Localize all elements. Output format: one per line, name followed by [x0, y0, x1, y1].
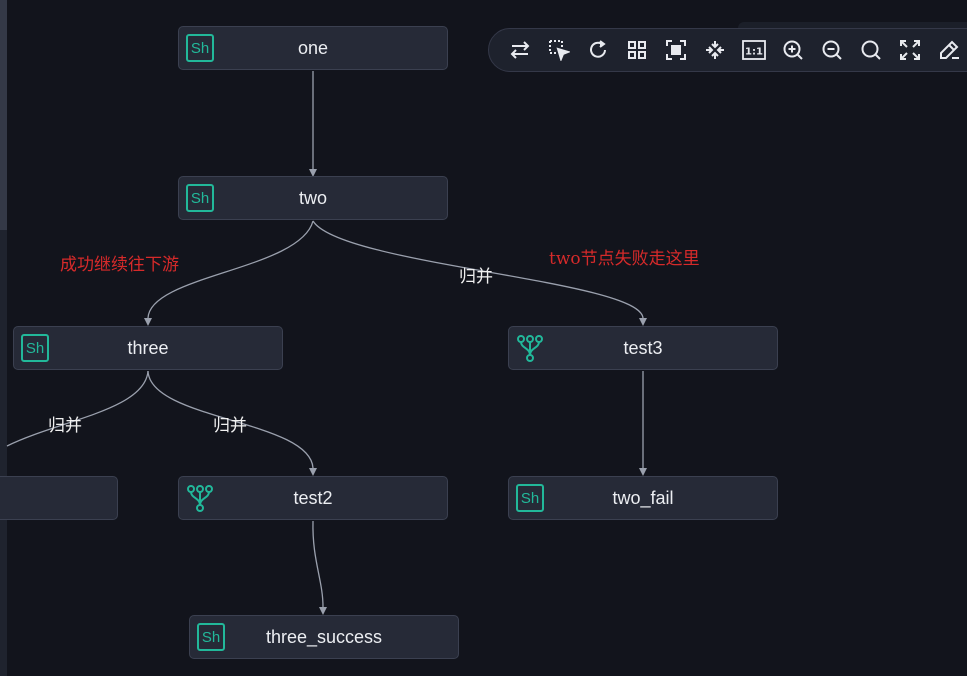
node-label: three [127, 337, 169, 358]
swap-icon[interactable] [507, 36, 533, 64]
node-two[interactable]: Sh two [178, 176, 448, 220]
fit-icon[interactable] [663, 36, 689, 64]
edge-label-three-test2: 归并 [213, 416, 247, 436]
shell-icon: Sh [516, 484, 544, 512]
edge-label-three-left: 归并 [48, 416, 82, 436]
arrow-head [639, 468, 647, 476]
format-icon[interactable] [936, 36, 962, 64]
edge-two-test3 [312, 220, 644, 319]
branch-icon [517, 335, 543, 362]
node-test3[interactable]: test3 [508, 326, 778, 370]
center-icon[interactable] [702, 36, 728, 64]
note-failure: two节点失败走这里 [549, 249, 700, 269]
edge-test2-three-success [312, 520, 324, 608]
scrollbar-thumb[interactable] [0, 0, 7, 230]
node-label: two [298, 187, 327, 208]
arrow-head [309, 169, 317, 177]
grid-icon[interactable] [624, 36, 650, 64]
arrow-head [309, 468, 317, 476]
node-three-success[interactable]: Sh three_success [189, 615, 459, 659]
shell-icon: Sh [197, 623, 225, 651]
shell-icon: Sh [21, 334, 49, 362]
zoom-out-icon[interactable] [819, 36, 845, 64]
node-one[interactable]: Sh one [178, 26, 448, 70]
arrow-head [319, 607, 327, 615]
edge-label-two-test3: 归并 [459, 267, 493, 287]
node-label: two_fail [612, 487, 674, 508]
shell-icon: Sh [186, 34, 214, 62]
note-success: 成功继续往下游 [60, 255, 179, 275]
edge-three-left [6, 370, 149, 447]
arrow-head [144, 318, 152, 326]
left-scrollbar[interactable] [0, 0, 7, 676]
arrow-head [639, 318, 647, 326]
branch-icon [187, 485, 213, 512]
shell-icon: Sh [186, 184, 214, 212]
node-label: test3 [623, 337, 663, 358]
zoom-in-icon[interactable] [780, 36, 806, 64]
select-icon[interactable] [546, 36, 572, 64]
actual-size-icon[interactable]: 1:1 [741, 36, 767, 64]
toolbar-tab [738, 22, 967, 30]
edge-two-three [147, 220, 314, 319]
node-label: one [297, 37, 329, 58]
node-three[interactable]: Sh three [13, 326, 283, 370]
node-test2[interactable]: test2 [178, 476, 448, 520]
node-label: three_success [265, 626, 383, 647]
fullscreen-icon[interactable] [897, 36, 923, 64]
search-icon[interactable] [858, 36, 884, 64]
graph-toolbar [488, 28, 967, 72]
svg-text:1:1: 1:1 [745, 47, 763, 58]
node-partial-left[interactable] [0, 476, 118, 520]
edge-three-test2 [147, 370, 314, 469]
node-two-fail[interactable]: Sh two_fail [508, 476, 778, 520]
refresh-icon[interactable] [585, 36, 611, 64]
node-label: test2 [293, 487, 333, 508]
